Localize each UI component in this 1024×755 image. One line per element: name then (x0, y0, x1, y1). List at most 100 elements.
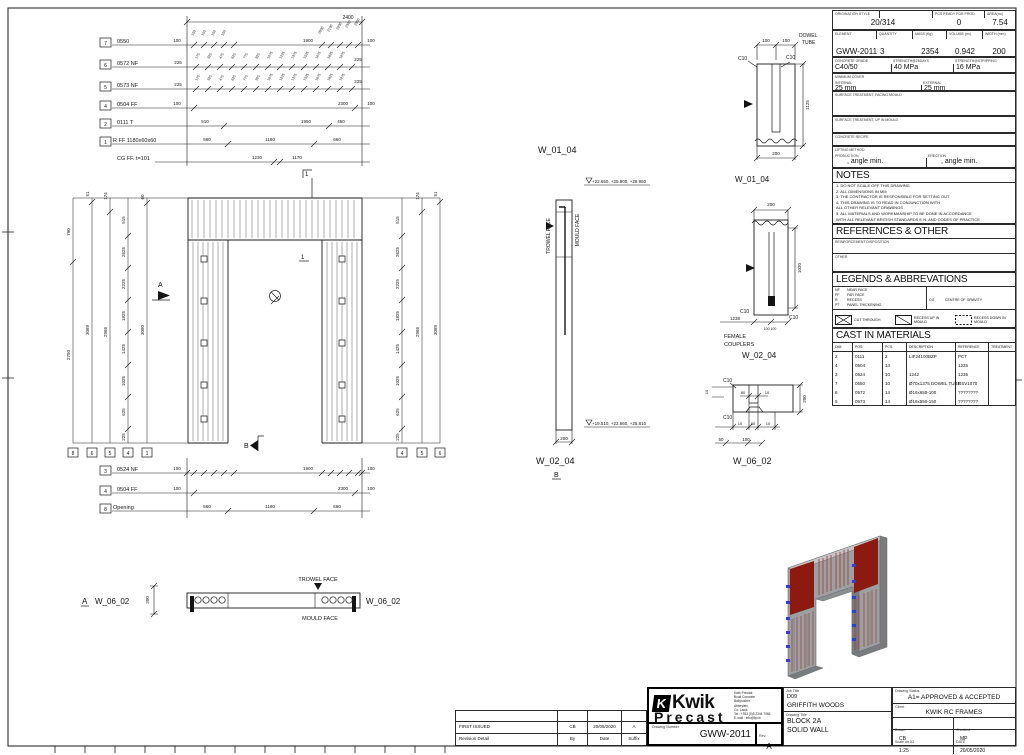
level-mark-bottom: +19.510, +22.660, +25.810 (584, 419, 650, 428)
section-w0104: W_01_04 TROWEL FACE MOULD FACE +22.650, … (536, 145, 650, 480)
dim-label: 200 (145, 596, 150, 604)
note-line: WITH ALL RELEVANT BRITISH STANDARDS E.N.… (836, 216, 980, 222)
svg-text:150: 150 (190, 29, 196, 36)
cast-description: 1242 (907, 370, 956, 379)
face-label: MOULD FACE (575, 213, 581, 246)
svg-text:1675: 1675 (314, 51, 321, 60)
field-label: PCS READY FOR PROD. (933, 11, 985, 18)
cast-pos: 0111 (853, 352, 883, 361)
svg-text:925: 925 (254, 74, 260, 81)
section-marker-1-inner: 1 (299, 255, 309, 262)
revision-date-label: Date (587, 733, 622, 746)
column-header: PCS. (883, 343, 907, 351)
svg-text:2750: 2750 (66, 349, 71, 360)
svg-text:2000: 2000 (317, 26, 324, 35)
dim-label: 100 (782, 38, 790, 43)
field-label: AREA(m²) (987, 12, 1003, 16)
field-label: OTHER (835, 255, 848, 259)
pos-tag: 3 (104, 469, 107, 475)
cast-pos: 0504 (853, 361, 883, 370)
svg-text:1375: 1375 (290, 73, 297, 82)
recess-up-icon (895, 314, 912, 325)
section-marker: A (82, 597, 88, 606)
svg-text:225: 225 (395, 433, 400, 441)
dim-label: 510 (201, 119, 209, 124)
svg-text:1225: 1225 (278, 73, 285, 82)
section-title: W_02_04 (536, 456, 575, 466)
bar-label: 0550 (117, 39, 129, 45)
cast-description (907, 361, 956, 370)
dim-label: 100 (367, 466, 375, 471)
cut-through-icon (835, 314, 852, 325)
surface-up-box: SURFACE TREATMENT, UP IN MOULD (832, 116, 1016, 133)
dim-label: 225 (174, 82, 182, 87)
svg-text:150: 150 (200, 29, 206, 36)
field-label: WIDTH (mm) (985, 32, 1006, 36)
svg-text:3089: 3089 (85, 324, 90, 335)
dim-label: 200 (767, 202, 775, 207)
section-marker-b: B (244, 435, 264, 451)
concrete-recipe-box: CONCRETE RECIPE (832, 133, 1016, 146)
recess-down-icon (955, 314, 972, 325)
address-line: Kwik Precast (734, 691, 753, 695)
callout: C10 (740, 309, 749, 315)
drawing-status: A1= APPROVED & ACCEPTED (893, 693, 1015, 704)
abbreviation-value: PANEL THICKENING (847, 303, 882, 307)
field-label: EXTERNAL (923, 80, 942, 85)
pos-tag: 6 (91, 451, 94, 457)
svg-text:790: 790 (66, 228, 71, 236)
bar-label: 0504 FF (117, 102, 138, 108)
svg-text:+19.510, +22.660, +25.810: +19.510, +22.660, +25.810 (592, 421, 647, 426)
cast-table: 2 0111 2 LIF24100BZP PCT 4 0504 14 1225 … (833, 352, 1015, 406)
svg-text:515: 515 (395, 216, 400, 224)
abbreviation-row: PT PANEL THICKENING (835, 303, 926, 308)
svg-text:625: 625 (121, 408, 126, 416)
field-label: DATE (956, 740, 966, 744)
detail-w0104: 100 100 DOWEL TUBE C10 C10 1125 200 W_01… (735, 33, 818, 184)
cast-pcs: 10 (883, 379, 907, 388)
level-mark-top: +22.650, +25.800, +28.950 (584, 177, 650, 186)
cg-key: CG (929, 298, 935, 302)
cast-pos: 0572 (853, 388, 883, 397)
abbreviation-key: NF (835, 288, 840, 292)
plan-title: W_06_02 (366, 597, 401, 606)
address-line: Tel : +353 (0)5 2344 7066 (734, 712, 771, 717)
cast-pcs: 14 (883, 397, 907, 406)
note-line: 2. ALL DIMENSIONS IN MM (836, 188, 887, 194)
table-row: 7 0550 10 Ø70x1375 DOWEL TUBE RSV1070 (833, 379, 1015, 388)
svg-text:150: 150 (210, 29, 216, 36)
pos-tag: 5 (109, 451, 112, 457)
dim-label: 225 (174, 60, 182, 65)
field-label: CONCRETE RECIPE (835, 135, 869, 139)
cast-pos: 0573 (853, 397, 883, 406)
volume-value: 0.942 (954, 47, 976, 56)
revision-letter: A (766, 742, 772, 751)
abbreviation-row: NF NEAR FACE (835, 288, 926, 293)
section-marker-1-top: 1 (302, 169, 313, 198)
pos-tag: 4 (104, 104, 107, 110)
table-row: 4 0504 14 1225 (833, 361, 1015, 370)
section-marker: B (554, 472, 559, 479)
drawing-number: GWW-2011 (699, 729, 751, 740)
abbreviation-value: NEAR FACE (847, 288, 868, 292)
svg-text:1375: 1375 (290, 51, 297, 60)
legend-label: CUT THROUGH (854, 317, 881, 322)
dim-label: 2300 (338, 486, 349, 491)
s28-value: 40 MPa (891, 64, 953, 73)
field-label: Job Title (786, 689, 800, 693)
table-row: 6 0572 14 Ø16x650-100 ???????? (833, 388, 1015, 397)
cast-reference: 1235 (956, 370, 989, 379)
mass-value: 2354 (921, 47, 939, 56)
svg-text:475: 475 (218, 74, 224, 81)
pos-tag: 6 (104, 63, 107, 69)
field-label: Client (895, 705, 905, 709)
cast-in-materials-box: CAST IN MATERIALS DIM POS. PCS. DESCRIPT… (832, 328, 1016, 406)
erection-angle: , angle min. (926, 157, 1015, 168)
pos-tag: 4 (401, 451, 404, 457)
svg-text:925: 925 (254, 52, 260, 59)
pos-tag: 5 (104, 85, 107, 91)
cast-reference: ???????? (956, 388, 989, 397)
